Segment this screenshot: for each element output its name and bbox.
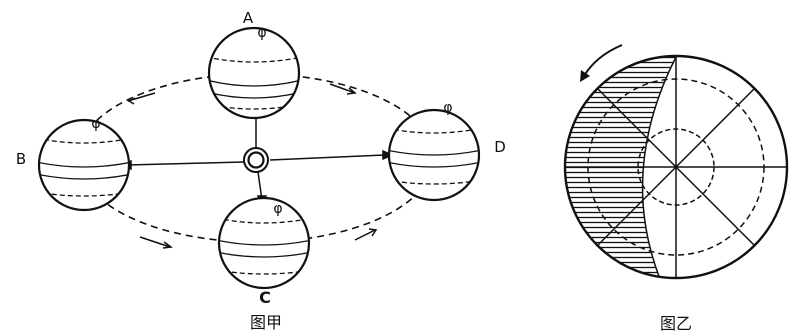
tropic-circle	[587, 78, 765, 256]
orbit-direction-arrows	[127, 83, 378, 249]
earth-label-a: A	[243, 9, 254, 27]
figure-b-caption: 图乙	[660, 314, 692, 333]
earth-label-d: D	[494, 138, 506, 156]
axis-symbol-a: φ	[257, 25, 266, 41]
earth-label-c: C	[259, 288, 271, 307]
earth-label-b: B	[16, 150, 26, 168]
sun-icon	[243, 147, 269, 173]
axis-symbol-d: φ	[443, 100, 452, 116]
figure-a: φ A φ B φ C	[16, 9, 506, 332]
arctic-circle	[637, 128, 715, 206]
meridian-lines	[565, 56, 787, 278]
axis-symbol-b: φ	[91, 116, 100, 132]
rotation-arrow	[580, 44, 623, 82]
polar-view-globe	[563, 54, 789, 280]
axis-symbol-c: φ	[273, 201, 282, 217]
earth-a: φ A	[207, 9, 301, 120]
figure-b: 图乙	[563, 44, 789, 333]
earth-d: φ D	[387, 100, 506, 202]
figure-a-caption: 图甲	[250, 313, 282, 332]
earth-c: φ C	[217, 196, 311, 307]
earth-b: φ B	[16, 116, 131, 212]
